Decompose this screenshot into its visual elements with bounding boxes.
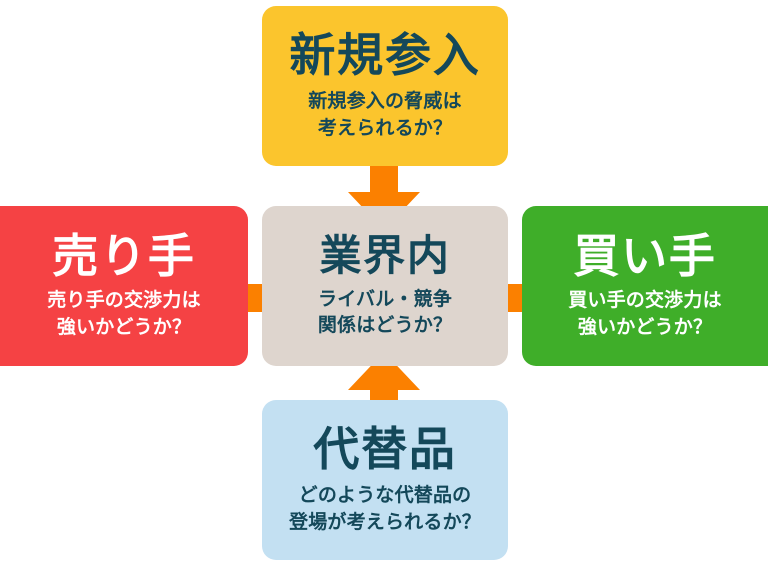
force-title-suppliers: 売り手 [52,229,196,284]
force-title-buyers: 買い手 [573,229,717,284]
arrow-down-icon [348,160,420,230]
force-box-suppliers[interactable]: 売り手 売り手の交渉力は 強いかどうか？ [0,206,248,366]
force-box-new-entrants[interactable]: 新規参入 新規参入の脅威は 考えられるか？ [262,6,508,166]
force-box-buyers[interactable]: 買い手 買い手の交渉力は 強いかどうか？ [522,206,768,366]
force-box-substitutes[interactable]: 代替品 どのような代替品の 登場が考えられるか？ [262,400,508,560]
force-description-buyers: 買い手の交渉力は 強いかどうか？ [568,289,722,338]
force-description-new-entrants: 新規参入の脅威は 考えられるか？ [308,90,462,139]
force-box-industry-rivalry[interactable]: 業界内 ライバル・競争 関係はどうか？ [262,206,508,366]
arrow-up-icon [348,352,420,422]
force-title-industry-rivalry: 業界内 [319,230,451,280]
force-title-new-entrants: 新規参入 [289,28,481,83]
force-description-substitutes: どのような代替品の 登場が考えられるか？ [289,484,481,533]
force-title-substitutes: 代替品 [313,422,457,477]
force-description-industry-rivalry: ライバル・競争 関係はどうか？ [317,287,453,337]
force-description-suppliers: 売り手の交渉力は 強いかどうか？ [47,289,201,338]
